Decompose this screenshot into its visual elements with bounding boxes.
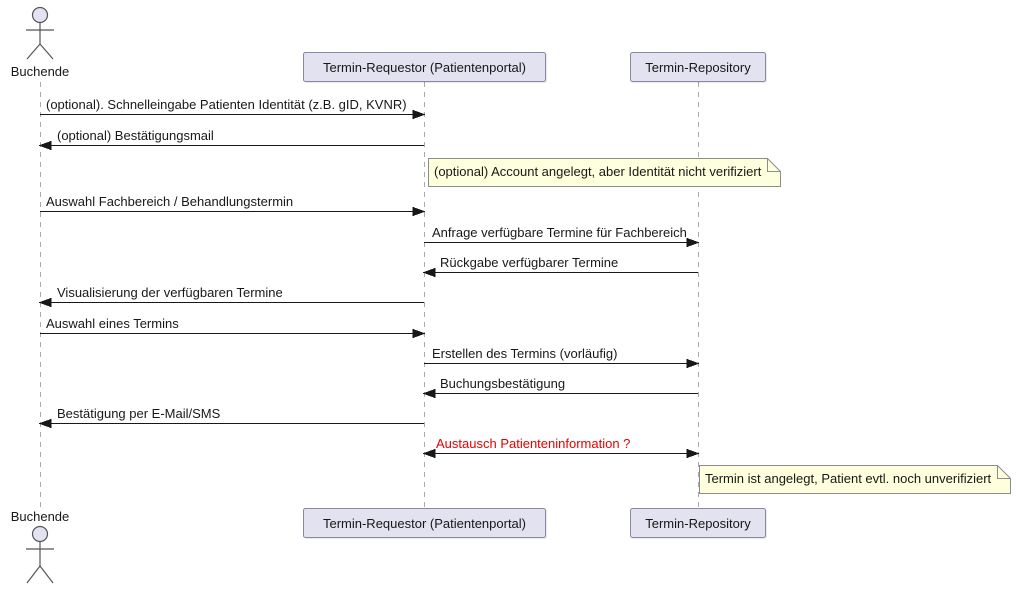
message-label-buchungsbestaetigung: Buchungsbestätigung — [440, 376, 566, 391]
arrow-rueckgabe-termine — [422, 267, 698, 278]
message-label-austausch-patienteninfo: Austausch Patienteninformation ? — [436, 436, 631, 451]
message-label-visualisierung: Visualisierung der verfügbaren Termine — [57, 285, 283, 300]
actor-head — [31, 6, 49, 24]
message-label-auswahl-fachbereich: Auswahl Fachbereich / Behandlungstermin — [46, 194, 294, 209]
lifelines — [40, 82, 699, 508]
message-label-anfrage-termine: Anfrage verfügbare Termine für Fachberei… — [432, 225, 687, 240]
note-shape-account — [428, 158, 781, 187]
participant-box-repository-top: Termin-Repository — [630, 52, 766, 82]
note-shape-termin — [699, 465, 1011, 494]
arrow-schnelleingabe — [40, 109, 426, 120]
arrow-austausch-patienteninfo — [422, 448, 700, 459]
actor-label-top: Buchende — [10, 64, 70, 79]
message-arrows — [38, 109, 700, 459]
actor-head — [31, 525, 49, 543]
arrow-visualisierung — [38, 297, 424, 308]
message-label-bestaetigungsmail: (optional) Bestätigungsmail — [57, 128, 214, 143]
arrow-auswahl-fachbereich — [40, 206, 426, 217]
arrow-auswahl-termin — [40, 328, 426, 339]
actor-figure-bottom — [26, 525, 54, 584]
message-label-rueckgabe-termine: Rückgabe verfügbarer Termine — [440, 255, 619, 270]
actor-figure-top — [26, 6, 54, 60]
note-account-angelegt: (optional) Account angelegt, aber Identi… — [434, 164, 762, 179]
message-label-bestaetigung-email: Bestätigung per E-Mail/SMS — [57, 406, 221, 421]
arrow-bestaetigungsmail — [38, 140, 424, 151]
note-termin-angelegt: Termin ist angelegt, Patient evtl. noch … — [705, 471, 992, 486]
arrow-erstellen-termin — [424, 358, 700, 369]
arrow-anfrage-termine — [424, 237, 700, 248]
arrow-buchungsbestaetigung — [422, 388, 698, 399]
actor-label-bottom: Buchende — [10, 509, 70, 524]
participant-box-repository-bottom: Termin-Repository — [630, 508, 766, 538]
participant-box-requestor-bottom: Termin-Requestor (Patientenportal) — [303, 508, 546, 538]
message-label-schnelleingabe: (optional). Schnelleingabe Patienten Ide… — [46, 97, 407, 112]
message-label-auswahl-termin: Auswahl eines Termins — [46, 316, 179, 331]
arrow-bestaetigung-email — [38, 418, 424, 429]
message-label-erstellen-termin: Erstellen des Termins (vorläufig) — [432, 346, 618, 361]
participant-box-requestor-top: Termin-Requestor (Patientenportal) — [303, 52, 546, 82]
